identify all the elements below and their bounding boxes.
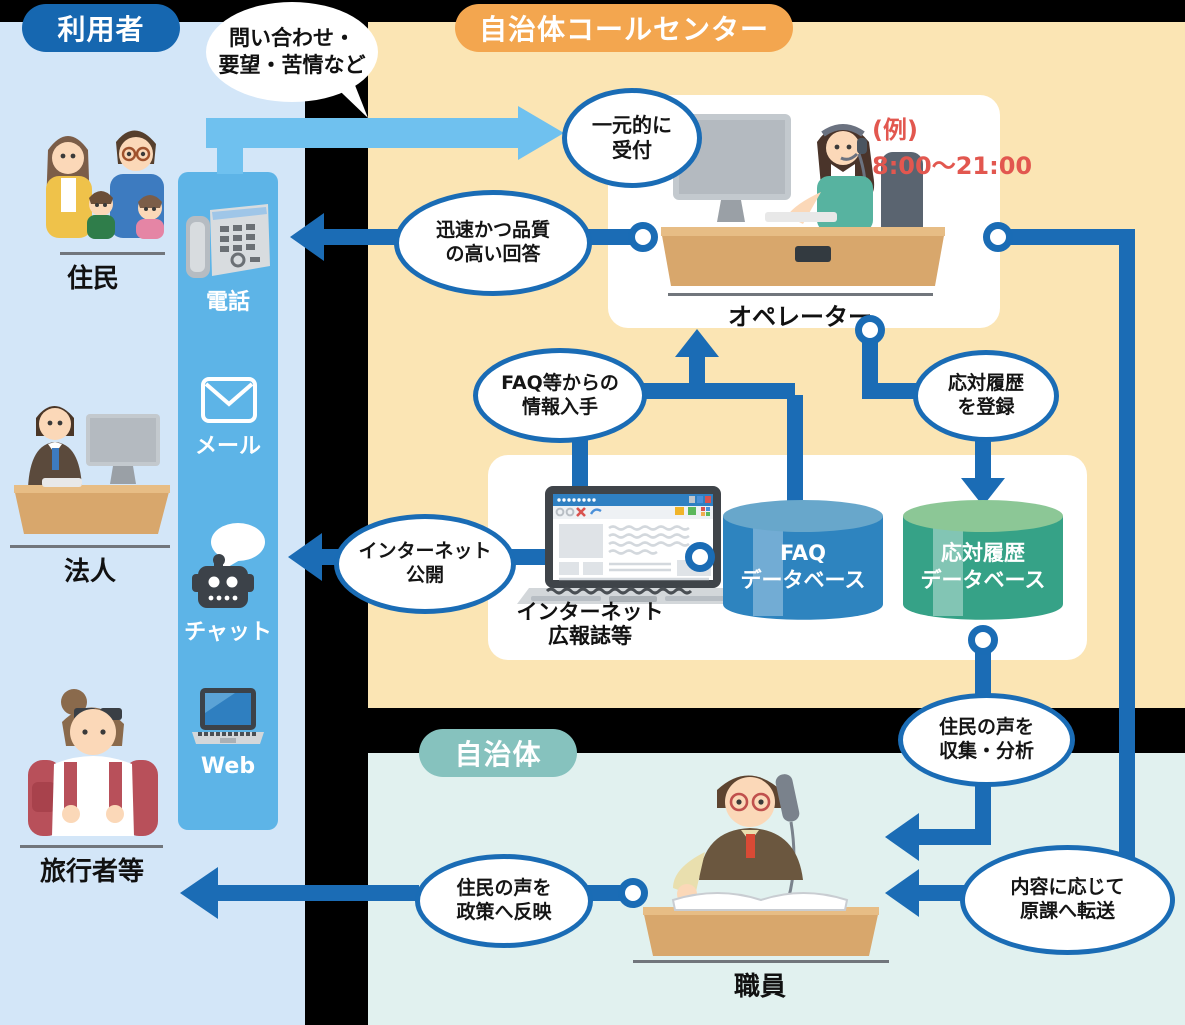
residents-label: 住民 <box>66 264 119 294</box>
browser-laptop-illustration <box>517 486 749 612</box>
staff-illustration <box>633 760 889 964</box>
phone-label: 電話 <box>205 290 250 315</box>
inquiry-arrow-bar <box>206 118 518 148</box>
line-up-operator <box>689 355 705 399</box>
chat-icon <box>188 520 270 620</box>
speech-bubble: 問い合わせ・ 要望・苦情など <box>206 2 378 102</box>
line-c5-collect <box>975 650 991 695</box>
hours-time: 8:00〜21:00 <box>872 152 1033 180</box>
faq-database-label: FAQ データベース <box>740 541 866 593</box>
connector-laptop-right <box>685 542 715 572</box>
line-register-down <box>975 430 991 478</box>
corporation-label: 法人 <box>63 557 116 587</box>
connector-operator-right <box>983 222 1013 252</box>
line-collect-h <box>915 829 991 845</box>
node-forward: 内容に応じて 原課へ転送 <box>960 845 1175 955</box>
arrow-collect-staff <box>885 813 919 861</box>
node-quality-answer: 迅速かつ品質 の高い回答 <box>394 190 592 296</box>
phone-icon <box>182 200 274 288</box>
inquiry-arrow-stub <box>217 146 243 174</box>
line-policy-left <box>214 885 419 901</box>
staff-underline <box>633 960 889 963</box>
node-policy: 住民の声を 政策へ反映 <box>415 854 593 948</box>
history-database-cylinder <box>903 500 1063 639</box>
web-icon <box>190 686 266 754</box>
node-reception: 一元的に 受付 <box>562 88 702 188</box>
arrow-policy-users <box>180 867 218 919</box>
line-faqinfo <box>625 383 795 399</box>
call-center-badge: 自治体コールセンター <box>455 4 793 52</box>
traveler-label: 旅行者等 <box>39 857 144 887</box>
connector-historydb-bottom <box>968 625 998 655</box>
corporation-illustration <box>8 392 178 546</box>
inquiry-arrowhead <box>518 106 564 160</box>
line-right-down <box>1119 229 1135 874</box>
corporation-underline <box>10 545 170 548</box>
staff-label: 職員 <box>733 972 786 1002</box>
mail-label: メール <box>194 434 261 459</box>
arrow-to-chat <box>288 533 322 581</box>
internet-label: インターネット 広報誌等 <box>516 600 664 649</box>
history-database-label: 応対履歴 データベース <box>920 541 1046 593</box>
line-operator-right <box>1008 229 1135 245</box>
connector-operator-left <box>628 222 658 252</box>
arrow-forward-staff <box>885 869 919 917</box>
traveler-underline <box>20 845 163 848</box>
government-badge: 自治体 <box>419 729 577 777</box>
users-badge: 利用者 <box>22 4 180 52</box>
connector-policy-right <box>618 878 648 908</box>
node-internet-publish: インターネット 公開 <box>334 514 516 614</box>
faq-database-cylinder <box>723 500 883 639</box>
line-down-faqdb <box>787 395 803 510</box>
operator-label: オペレーター <box>728 303 872 331</box>
node-faq-info: FAQ等からの 情報入手 <box>473 348 647 443</box>
arrow-to-phone <box>290 213 324 261</box>
line-collect-down <box>975 773 991 845</box>
hours-note: (例) 8:00〜21:00 <box>872 112 1032 184</box>
line-register-h <box>862 383 920 399</box>
node-register-history: 応対履歴 を登録 <box>913 350 1059 442</box>
traveler-illustration <box>22 686 162 848</box>
operator-underline <box>668 293 933 296</box>
connector-operator-bottom <box>855 315 885 345</box>
line-answer-left <box>318 229 398 245</box>
chat-label: チャット <box>184 620 272 645</box>
web-label: Web <box>200 754 256 779</box>
mail-icon <box>200 376 258 428</box>
line-forward <box>915 885 968 901</box>
node-collect-analyze: 住民の声を 収集・分析 <box>898 693 1075 787</box>
arrow-to-operator <box>675 329 719 357</box>
hours-label: (例) <box>872 116 918 144</box>
line-faqinfo-laptop <box>572 427 588 502</box>
residents-underline <box>60 252 165 255</box>
residents-illustration <box>30 112 200 256</box>
